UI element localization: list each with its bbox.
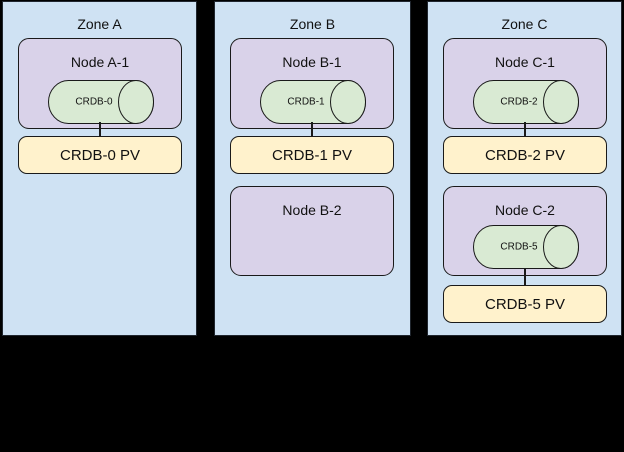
node-a1-title: Node A-1: [70, 54, 130, 70]
crdb-1-label: CRDB-1: [287, 97, 325, 108]
crdb-2-pv: CRDB-2 PV: [443, 136, 607, 174]
node-c1-title: Node C-1: [495, 54, 555, 70]
node-c2: Node C-2 CRDB-5: [443, 186, 607, 276]
node-b1-title: Node B-1: [282, 54, 342, 70]
node-b2-title: Node B-2: [282, 202, 342, 218]
crdb-0-cylinder-icon: CRDB-0: [48, 80, 154, 124]
crdb-0-pv-label: CRDB-0 PV: [59, 146, 141, 164]
crdb-5-label: CRDB-5: [500, 242, 538, 253]
zone-c-title: Zone C: [501, 16, 548, 32]
crdb-0-label: CRDB-0: [75, 97, 113, 108]
crdb-5-cylinder-icon: CRDB-5: [473, 225, 579, 269]
zone-a-title: Zone A: [77, 16, 122, 32]
crdb-0-pv-connector-line: [99, 122, 101, 136]
crdb-5-pv: CRDB-5 PV: [443, 285, 607, 323]
crdb-5-pv-connector-line: [524, 269, 526, 285]
crdb-1-pv-label: CRDB-1 PV: [271, 146, 353, 164]
zone-c: Zone C Node C-1 CRDB-2 CRDB-2 PV Node C-…: [427, 1, 622, 336]
crdb-2-cylinder-icon: CRDB-2: [473, 80, 579, 124]
node-b2: Node B-2: [230, 186, 394, 276]
crdb-2-label: CRDB-2: [500, 97, 538, 108]
node-b1: Node B-1 CRDB-1: [230, 38, 394, 129]
zone-b: Zone B Node B-1 CRDB-1 CRDB-1 PV Node B-…: [214, 1, 411, 336]
node-a1: Node A-1 CRDB-0: [18, 38, 182, 129]
crdb-0-pv: CRDB-0 PV: [18, 136, 182, 174]
crdb-1-cylinder-icon: CRDB-1: [260, 80, 366, 124]
node-c2-title: Node C-2: [495, 202, 555, 218]
crdb-1-pv: CRDB-1 PV: [230, 136, 394, 174]
crdb-2-pv-connector-line: [524, 122, 526, 136]
crdb-2-pv-label: CRDB-2 PV: [484, 146, 566, 164]
crdb-5-pv-label: CRDB-5 PV: [484, 295, 566, 313]
crdb-1-pv-connector-line: [311, 122, 313, 136]
node-c1: Node C-1 CRDB-2: [443, 38, 607, 129]
zone-b-title: Zone B: [289, 16, 336, 32]
zone-a: Zone A Node A-1 CRDB-0 CRDB-0 PV: [2, 1, 197, 336]
